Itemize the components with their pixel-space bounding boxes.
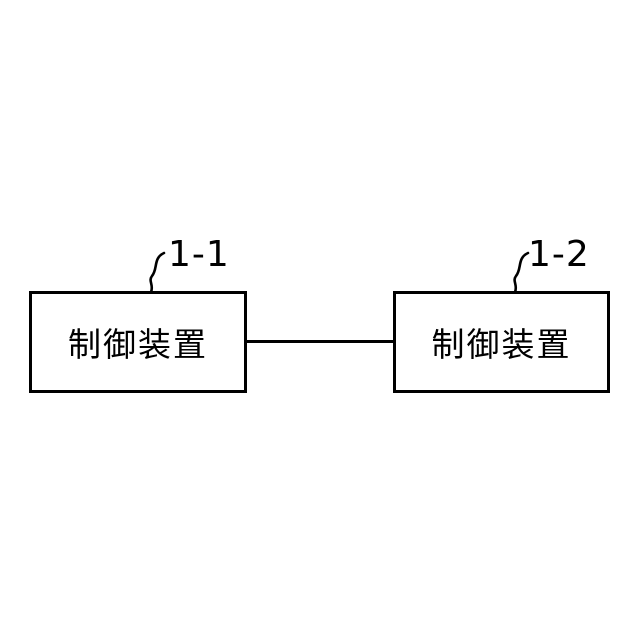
ref-label-1-2: 1-2	[528, 234, 590, 275]
control-device-box-2: 制御装置	[393, 291, 610, 393]
leader-line-1-2	[513, 251, 530, 293]
ref-label-1-1: 1-1	[168, 234, 230, 275]
leader-line-1-1	[149, 251, 166, 293]
connector-line	[247, 340, 393, 343]
control-device-label-2: 制御装置	[431, 325, 572, 364]
control-device-box-1: 制御装置	[29, 291, 247, 393]
control-device-label-1: 制御装置	[68, 325, 208, 364]
